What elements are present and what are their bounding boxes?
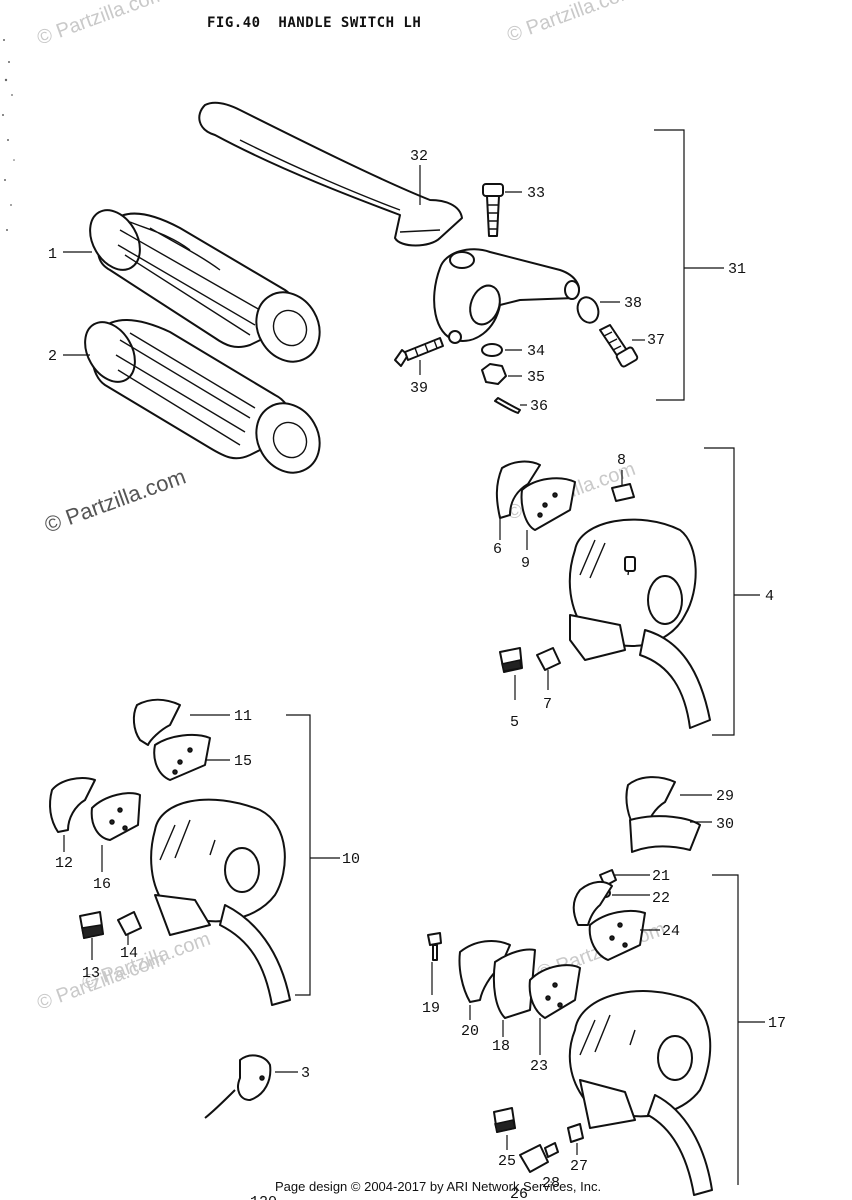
watermark-main: © Partzilla.com — [41, 464, 189, 538]
switch-assy-4 — [495, 460, 711, 729]
callout-4: 4 — [765, 588, 774, 605]
bolt-39 — [394, 337, 444, 367]
bracket-31 — [654, 129, 724, 401]
watermark-lower-center: © Partzilla.com — [79, 928, 213, 995]
leader-lines — [63, 165, 712, 1155]
callout-12: 12 — [55, 855, 73, 872]
callout-10: 10 — [342, 851, 360, 868]
grip-1 — [89, 209, 321, 363]
callout-15: 15 — [234, 753, 252, 770]
callout-19: 19 — [422, 1000, 440, 1017]
callout-37: 37 — [647, 332, 665, 349]
bolt-33 — [482, 183, 504, 237]
callout-18: 18 — [492, 1038, 510, 1055]
page-number-partial: 120 — [250, 1194, 277, 1200]
figure-title: FIG.40 HANDLE SWITCH LH — [207, 15, 421, 31]
callout-14: 14 — [120, 945, 138, 962]
clutch-lever-32 — [198, 101, 463, 247]
callout-17: 17 — [768, 1015, 786, 1032]
callout-33: 33 — [527, 185, 545, 202]
callout-2: 2 — [48, 348, 57, 365]
watermark-top-right: © Partzilla.com — [504, 0, 638, 47]
callout-39: 39 — [410, 380, 428, 397]
callout-5: 5 — [510, 714, 519, 731]
callout-27: 27 — [570, 1158, 588, 1175]
scan-speckle — [2, 39, 15, 231]
watermark-top-left: © Partzilla.com — [34, 0, 168, 50]
callout-13: 13 — [82, 965, 100, 982]
callout-28: 28 — [542, 1175, 560, 1192]
callout-21: 21 — [652, 868, 670, 885]
callout-23: 23 — [530, 1058, 548, 1075]
callout-24: 24 — [662, 923, 680, 940]
callout-8: 8 — [617, 452, 626, 469]
callout-1: 1 — [48, 246, 57, 263]
washer-38 — [576, 296, 600, 324]
cotter-pin-36 — [494, 397, 521, 414]
bracket-17 — [712, 874, 765, 1185]
bolt-37 — [599, 324, 639, 368]
callout-20: 20 — [461, 1023, 479, 1040]
callout-labels: 1 2 3 4 5 6 7 8 9 10 11 12 13 14 15 16 1… — [48, 148, 786, 1200]
callout-7: 7 — [543, 696, 552, 713]
grip-2 — [84, 319, 321, 474]
callout-35: 35 — [527, 369, 545, 386]
nut-35 — [481, 363, 507, 385]
bracket-4 — [704, 447, 760, 736]
footer-credit: Page design © 2004-2017 by ARI Network S… — [275, 1179, 601, 1194]
callout-22: 22 — [652, 890, 670, 907]
part-3 — [204, 1054, 272, 1119]
lever-holder-31 — [433, 248, 580, 344]
bracket-10 — [286, 714, 340, 996]
callout-6: 6 — [493, 541, 502, 558]
callout-25: 25 — [498, 1153, 516, 1170]
callout-36: 36 — [530, 398, 548, 415]
callout-32: 32 — [410, 148, 428, 165]
switch-assy-10 — [49, 698, 291, 1006]
callout-29: 29 — [716, 788, 734, 805]
callout-9: 9 — [521, 555, 530, 572]
callout-11: 11 — [234, 708, 252, 725]
callout-31: 31 — [728, 261, 746, 278]
washer-34 — [481, 343, 503, 357]
callout-16: 16 — [93, 876, 111, 893]
callout-30: 30 — [716, 816, 734, 833]
callout-34: 34 — [527, 343, 545, 360]
callout-38: 38 — [624, 295, 642, 312]
switch-assy-17 — [427, 776, 713, 1196]
callout-3: 3 — [301, 1065, 310, 1082]
callout-26: 26 — [510, 1186, 528, 1200]
